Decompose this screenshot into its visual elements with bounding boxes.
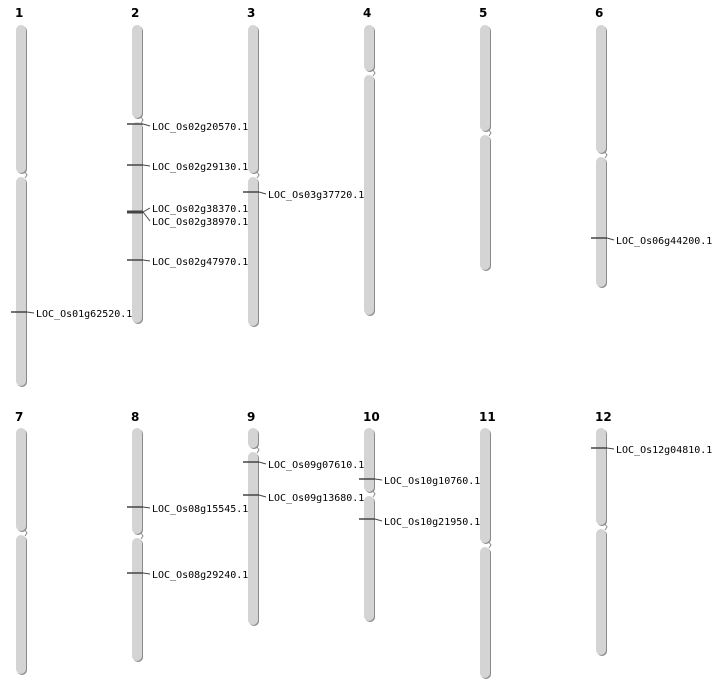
- centromere: [140, 116, 144, 124]
- chromosome-long-arm: [16, 535, 26, 674]
- gene-label: LOC_Os02g38370.1: [152, 204, 248, 215]
- gene-label: LOC_Os02g47970.1: [152, 257, 248, 268]
- centromere: [24, 529, 28, 537]
- chromosome-short-arm: [364, 428, 374, 492]
- chromosome-long-arm: [248, 177, 258, 326]
- gene-leader-line: [606, 237, 615, 241]
- gene-label: LOC_Os08g29240.1: [152, 570, 248, 581]
- centromere: [604, 523, 608, 531]
- gene-leader-line: [142, 506, 151, 509]
- centromere: [24, 171, 28, 179]
- chromosome-long-arm: [132, 122, 142, 323]
- chromosome-short-arm: [248, 428, 258, 448]
- chromosome-number: 3: [247, 6, 255, 20]
- gene-label: LOC_Os12g04810.1: [616, 445, 712, 456]
- chromosome-short-arm: [132, 428, 142, 534]
- gene-leader-line: [26, 311, 35, 314]
- gene-label: LOC_Os09g07610.1: [268, 460, 364, 471]
- gene-label: LOC_Os03g37720.1: [268, 190, 364, 201]
- gene-label: LOC_Os09g13680.1: [268, 493, 364, 504]
- gene-leader-line: [142, 259, 151, 262]
- chromosome-number: 5: [479, 6, 487, 20]
- chromosome-long-arm: [248, 452, 258, 625]
- chromosome-short-arm: [596, 428, 606, 525]
- chromosome-short-arm: [480, 25, 490, 131]
- gene-leader-line: [142, 211, 151, 222]
- gene-leader-line: [258, 191, 267, 195]
- gene-leader-line: [258, 494, 267, 498]
- chromosome-short-arm: [248, 25, 258, 173]
- gene-leader-line: [258, 461, 267, 465]
- chromosome-number: 4: [363, 6, 371, 20]
- chromosome-number: 12: [595, 410, 612, 424]
- gene-label: LOC_Os02g38970.1: [152, 217, 248, 228]
- chromosome-short-arm: [480, 428, 490, 543]
- gene-label: LOC_Os08g15545.1: [152, 504, 248, 515]
- centromere: [372, 490, 376, 498]
- chromosome-number: 8: [131, 410, 139, 424]
- chromosome-long-arm: [364, 496, 374, 621]
- chromosome-short-arm: [364, 25, 374, 71]
- centromere: [604, 151, 608, 159]
- chromosome-short-arm: [16, 25, 26, 173]
- gene-label: LOC_Os01g62520.1: [36, 309, 132, 320]
- centromere: [256, 446, 260, 454]
- chromosome-long-arm: [364, 75, 374, 315]
- gene-label: LOC_Os02g29130.1: [152, 162, 248, 173]
- chromosome-long-arm: [480, 547, 490, 678]
- chromosome-long-arm: [596, 157, 606, 287]
- chromosome-number: 1: [15, 6, 23, 20]
- gene-label: LOC_Os10g21950.1: [384, 517, 480, 528]
- centromere: [488, 541, 492, 549]
- gene-label: LOC_Os02g20570.1: [152, 122, 248, 133]
- gene-leader-line: [374, 478, 383, 481]
- chromosome-long-arm: [480, 135, 490, 270]
- chromosome-number: 7: [15, 410, 23, 424]
- gene-leader-line: [374, 518, 383, 522]
- chromosome-number: 2: [131, 6, 139, 20]
- chromosome-short-arm: [16, 428, 26, 531]
- centromere: [372, 69, 376, 77]
- chromosome-long-arm: [132, 538, 142, 661]
- chromosome-number: 9: [247, 410, 255, 424]
- chromosome-short-arm: [132, 25, 142, 118]
- gene-leader-line: [142, 572, 151, 575]
- chromosome-number: 11: [479, 410, 496, 424]
- gene-leader-line: [142, 123, 151, 127]
- centromere: [488, 129, 492, 137]
- gene-leader-line: [606, 447, 615, 450]
- chromosome-number: 10: [363, 410, 380, 424]
- chromosome-short-arm: [596, 25, 606, 153]
- gene-leader-line: [142, 207, 151, 213]
- chromosome-long-arm: [596, 529, 606, 655]
- chromosome-number: 6: [595, 6, 603, 20]
- chromosome-long-arm: [16, 177, 26, 386]
- gene-label: LOC_Os06g44200.1: [616, 236, 712, 247]
- gene-label: LOC_Os10g10760.1: [384, 476, 480, 487]
- centromere: [256, 171, 260, 179]
- centromere: [140, 532, 144, 540]
- gene-leader-line: [142, 164, 151, 167]
